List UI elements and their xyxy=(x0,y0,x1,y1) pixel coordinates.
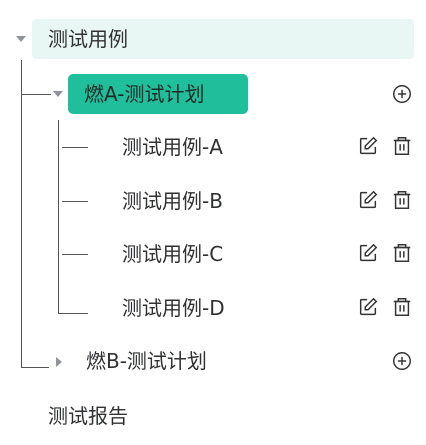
edit-icon[interactable] xyxy=(357,135,379,157)
tree-root-label: 测试用例 xyxy=(48,27,128,51)
edit-icon[interactable] xyxy=(357,296,379,318)
tree-connector xyxy=(21,60,22,367)
tree-connector xyxy=(21,367,49,368)
delete-icon[interactable] xyxy=(391,189,413,211)
edit-icon[interactable] xyxy=(357,242,379,264)
tree-connector xyxy=(62,147,88,148)
tree-connector xyxy=(62,201,88,202)
add-circle-icon[interactable] xyxy=(391,83,413,105)
delete-icon[interactable] xyxy=(391,296,413,318)
plan-label: 燃A-测试计划 xyxy=(84,82,205,106)
tree-connector xyxy=(58,313,88,314)
case-label-c[interactable]: 测试用例-C xyxy=(122,242,224,266)
delete-icon[interactable] xyxy=(391,242,413,264)
expand-caret-icon[interactable] xyxy=(53,91,63,97)
case-label-d[interactable]: 测试用例-D xyxy=(122,296,225,320)
plan-node-a[interactable]: 燃A-测试计划 xyxy=(68,74,248,114)
expand-caret-icon[interactable] xyxy=(16,36,26,42)
case-label-b[interactable]: 测试用例-B xyxy=(122,189,223,213)
tree-connector xyxy=(62,254,88,255)
delete-icon[interactable] xyxy=(391,135,413,157)
case-label-a[interactable]: 测试用例-A xyxy=(122,135,223,159)
tree-connector xyxy=(58,120,59,313)
plan-node-b[interactable]: 燃B-测试计划 xyxy=(86,349,207,373)
report-node[interactable]: 测试报告 xyxy=(48,404,128,428)
tree-connector xyxy=(21,94,51,95)
edit-icon[interactable] xyxy=(357,189,379,211)
add-circle-icon[interactable] xyxy=(391,350,413,372)
collapse-caret-icon[interactable] xyxy=(56,357,62,367)
tree-root-node[interactable] xyxy=(32,19,414,59)
